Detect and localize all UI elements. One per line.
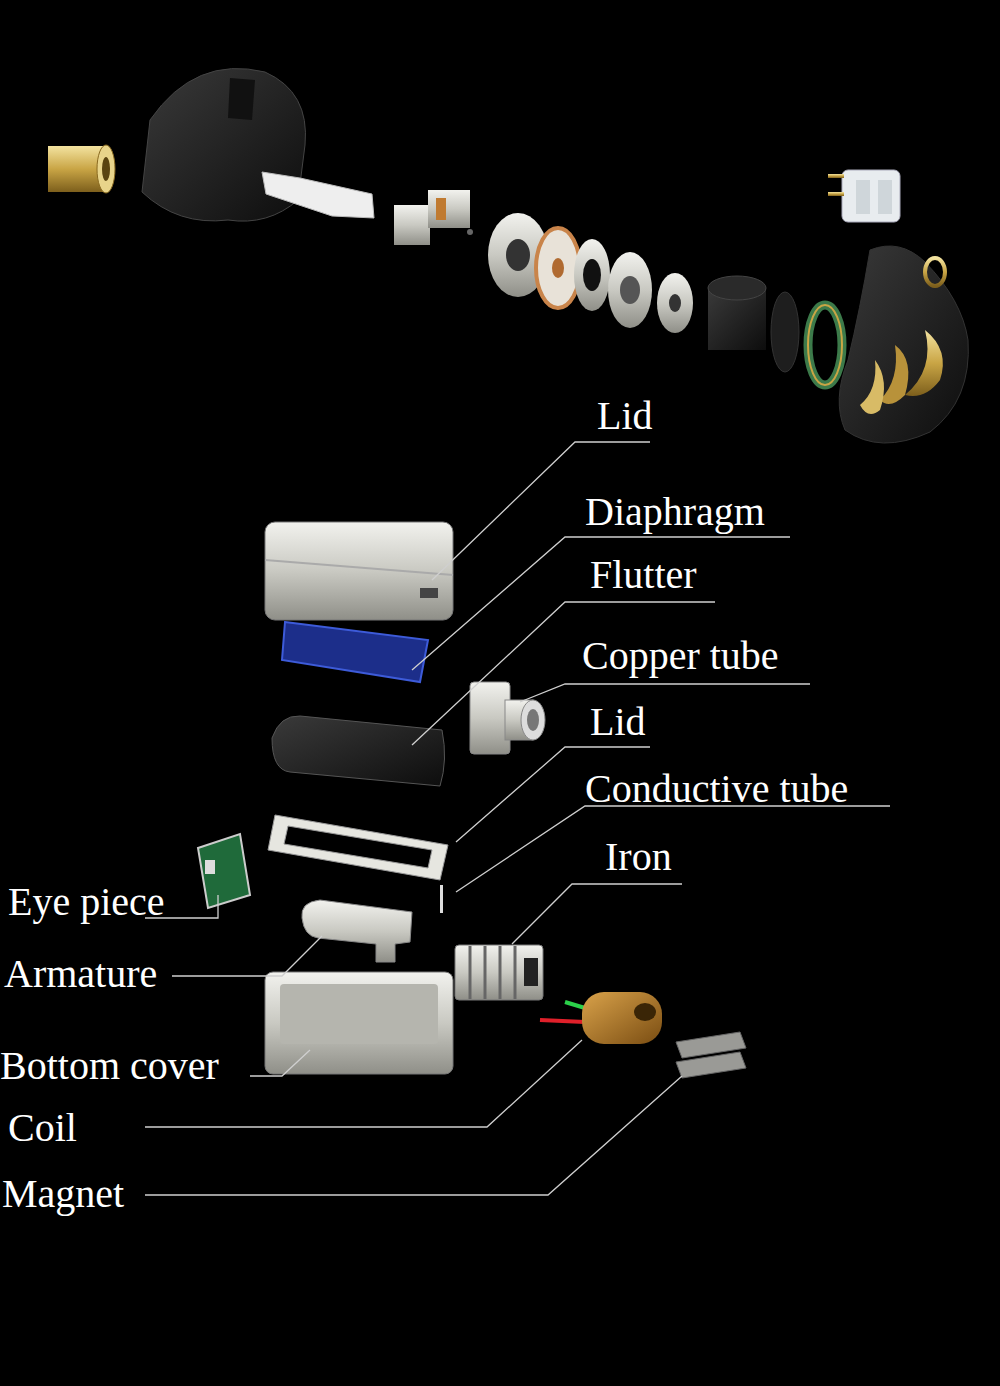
part-label: Bottom cover — [0, 1044, 219, 1088]
magnet-part — [676, 1032, 746, 1078]
part-label: Diaphragm — [585, 490, 765, 534]
ba-driver-small — [394, 190, 473, 245]
driver-housing — [708, 276, 766, 350]
shell-slot — [228, 78, 255, 120]
pcb-ring-edge — [808, 305, 842, 385]
nozzle — [48, 145, 115, 193]
part-label: Magnet — [2, 1172, 124, 1216]
lid-box — [265, 522, 453, 620]
part-label: Copper tube — [582, 634, 779, 678]
dynamic-driver-rings — [488, 213, 693, 333]
part-label: Coil — [8, 1106, 77, 1150]
flutter-part — [272, 716, 445, 786]
leader-lines — [145, 442, 890, 1195]
copper-tube-part — [470, 682, 545, 754]
part-label: Lid — [597, 394, 653, 438]
bottom-cover-part — [265, 972, 453, 1074]
part-label: Iron — [605, 835, 672, 879]
armature-part — [302, 900, 412, 962]
sound-tube — [262, 172, 374, 218]
coil-part — [540, 992, 662, 1044]
pcb-ring — [808, 305, 842, 385]
eye-piece-part — [198, 834, 250, 908]
filter-disk — [771, 292, 799, 372]
part-label: Armature — [4, 952, 157, 996]
faceplate — [839, 246, 968, 443]
part-label: Eye piece — [8, 880, 165, 924]
diaphragm-part — [282, 622, 428, 682]
conductive-tube-part — [440, 885, 443, 913]
lid-frame — [268, 815, 448, 880]
part-label: Conductive tube — [585, 767, 848, 811]
connector — [828, 170, 900, 222]
part-label: Lid — [590, 700, 646, 744]
part-label: Flutter — [590, 553, 697, 597]
iron-part — [455, 945, 543, 1000]
